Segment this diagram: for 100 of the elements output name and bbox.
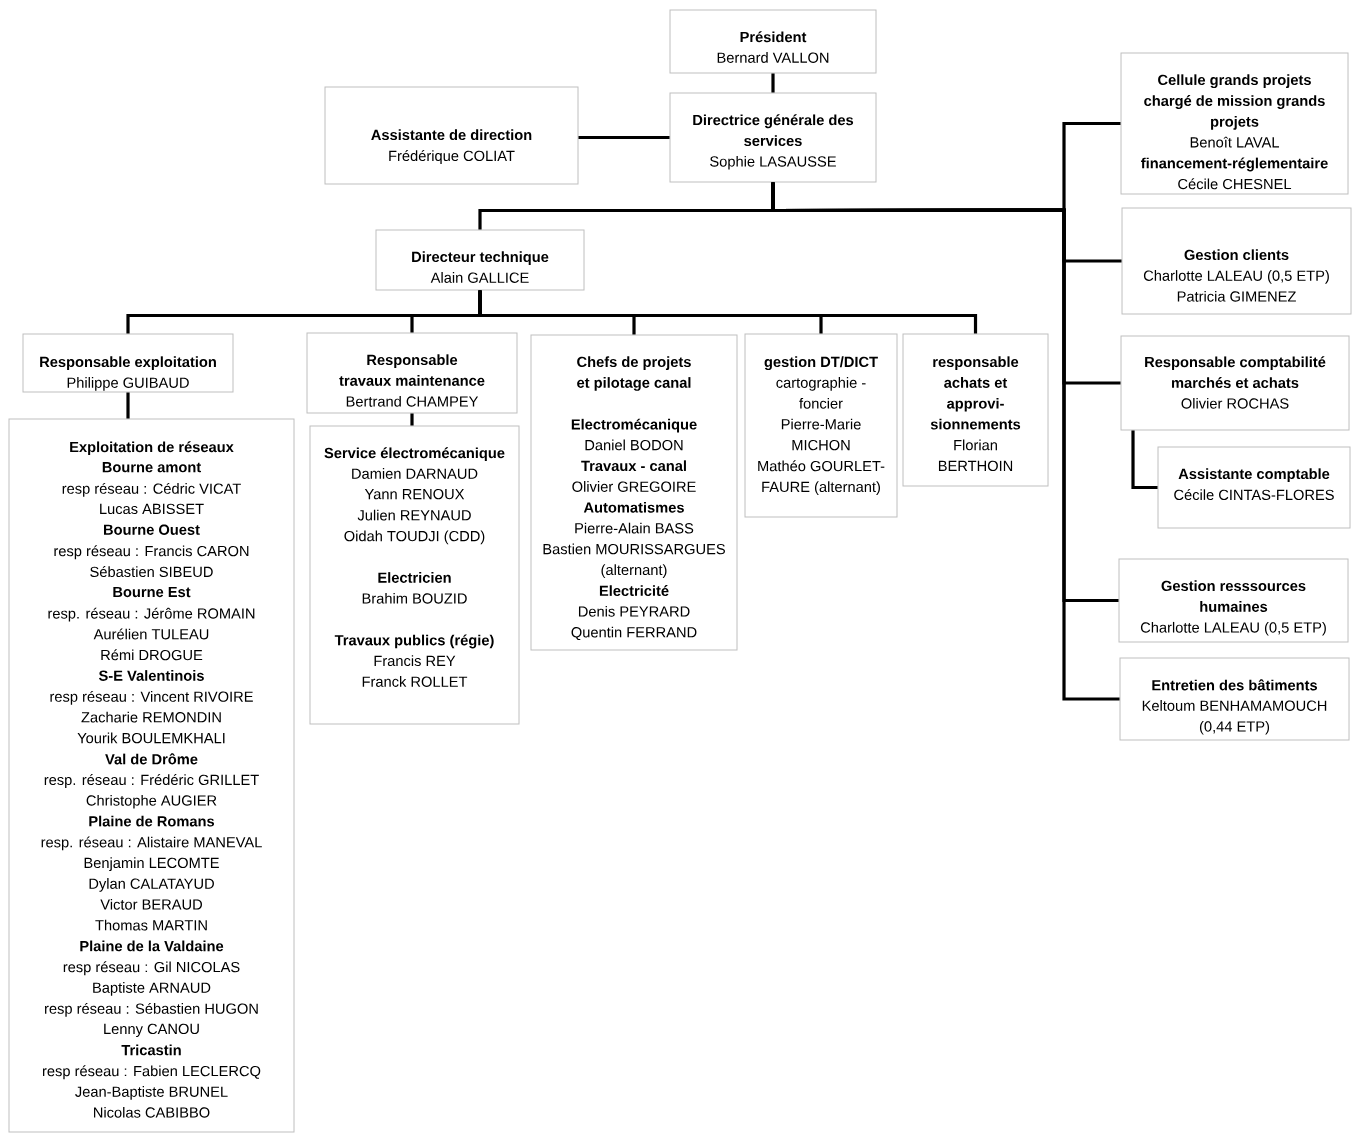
staff-name: Christophe AUGIER (86, 794, 217, 809)
heading: travaux maintenance (339, 375, 485, 386)
org-box (375, 229, 585, 291)
staff-name: Cécile CINTAS-FLORES (1174, 489, 1334, 501)
heading: Electricien (378, 572, 451, 583)
heading: Bourne Ouest (104, 524, 200, 535)
staff-name: Charlotte LALEAU (0,5 ETP) (1143, 270, 1329, 284)
heading: Président (740, 31, 807, 43)
heading: Responsable exploitation (40, 356, 216, 370)
org-box (324, 86, 579, 185)
staff-name: Florian BERTHOIN (938, 439, 1013, 472)
heading: et pilotage canal (577, 377, 691, 391)
heading: Assistante de direction (371, 129, 532, 141)
org-box (530, 334, 738, 651)
staff-name: Rémi DROGUE (101, 649, 203, 661)
connector-line (578, 135, 670, 140)
org-box (1120, 335, 1350, 431)
staff-name: Daniel BODON (585, 439, 683, 451)
org-box (1118, 558, 1349, 643)
staff-name: Bastien MOURISSARGUES (alternant) (543, 543, 725, 578)
heading: Gestion resssources humaines (1161, 580, 1306, 612)
staff-name: Dylan CALATAYUD (89, 878, 214, 892)
org-box (669, 92, 877, 183)
staff-name: Pierre-Alain BASS (575, 522, 694, 534)
staff-name: Oidah TOUDJI (CDD) (344, 530, 485, 545)
org-box (8, 418, 295, 1133)
staff-name: Keltoum BENHAMAMOUCH (0,44 ETP) (1142, 700, 1327, 735)
heading: Entretien des bâtiments (1152, 679, 1317, 691)
org-box (306, 332, 518, 414)
heading: Val de Drôme (105, 753, 198, 765)
heading: Responsable (367, 354, 458, 368)
heading: Responsable comptabilité marchés et achats (1145, 356, 1326, 388)
heading: Travaux - canal (581, 460, 686, 472)
staff-name: Benjamin LECOMTE (84, 857, 219, 871)
heading: Exploitation de réseaux (70, 441, 234, 456)
staff-name: Thomas MARTIN (95, 919, 207, 931)
staff-name: resp réseau : Vincent RIVOIRE (50, 690, 253, 705)
staff-name: resp réseau : Gil NICOLAS (63, 961, 240, 976)
heading: gestion DT/DICT (764, 356, 878, 371)
heading: Bourne amont (102, 462, 201, 473)
staff-name: Alain GALLICE (430, 272, 529, 283)
staff-name: resp réseau : Fabien LECLERCQ (43, 1065, 261, 1080)
org-box (22, 333, 234, 393)
org-box (1119, 657, 1350, 741)
heading: Travaux publics (régie) (334, 634, 494, 649)
connector-line (126, 392, 130, 419)
heading: responsable achats et approvi-sionnements (930, 356, 1021, 430)
org-box (1121, 207, 1352, 315)
heading: Electricité (599, 585, 669, 596)
staff-name: cartographie - foncier (776, 377, 866, 409)
heading: Electromécanique (571, 418, 697, 433)
staff-name: Yourik BOULEMKHALI (77, 732, 225, 744)
heading: Chefs de projets (577, 356, 691, 370)
heading: Plaine de la Valdaine (80, 940, 224, 952)
org-box (902, 333, 1049, 487)
staff-name: Quentin FERRAND (571, 626, 697, 641)
org-box (669, 9, 877, 74)
connector-line (771, 182, 1120, 701)
staff-name: Pierre-Marie MICHON (781, 418, 861, 451)
connector-line (771, 73, 775, 93)
staff-name: Bernard VALLON (717, 52, 829, 63)
staff-name: Lenny CANOU (104, 1023, 199, 1037)
connector-line (1131, 430, 1158, 490)
heading: Assistante comptable (1178, 468, 1330, 482)
staff-name: Olivier GREGOIRE (572, 481, 696, 492)
staff-name: Lucas ABISSET (100, 503, 204, 515)
org-box (1157, 446, 1351, 529)
org-box (309, 425, 520, 725)
staff-name: Mathéo GOURLET-FAURE (alternant) (758, 460, 885, 495)
staff-name: Baptiste ARNAUD (93, 982, 211, 996)
staff-name: Benoît LAVAL (1190, 136, 1279, 148)
staff-name: Aurélien TULEAU (93, 628, 209, 640)
heading: S-E Valentinois (98, 670, 204, 681)
staff-name: Nicolas CABIBBO (94, 1106, 210, 1118)
staff-name: Sébastien SIBEUD (90, 566, 213, 578)
heading: Bourne Est (113, 586, 191, 598)
staff-name: resp réseau : Francis CARON (54, 545, 249, 560)
staff-name: Frédérique COLIAT (389, 150, 515, 164)
org-box (1120, 52, 1349, 195)
connector-line (478, 290, 978, 334)
staff-name: Denis PEYRARD (579, 605, 690, 617)
staff-name: Sophie LASAUSSE (710, 155, 836, 170)
staff-name: Cécile CHESNEL (1178, 178, 1292, 190)
staff-name: resp réseau : Cédric VICAT (62, 482, 241, 497)
staff-name: Jean-Baptiste BRUNEL (75, 1086, 228, 1100)
staff-name: Philippe GUIBAUD (67, 377, 189, 391)
heading: Gestion clients (1184, 249, 1289, 261)
org-box (744, 333, 898, 518)
heading: Directeur technique (412, 251, 549, 265)
staff-name: resp. réseau : Jérôme ROMAIN (48, 607, 255, 622)
heading: Service électromécanique (324, 447, 505, 462)
heading: Plaine de Romans (89, 815, 215, 827)
staff-name: Olivier ROCHAS (1181, 397, 1289, 409)
heading: Automatismes (583, 501, 684, 513)
staff-name: Charlotte LALEAU (0,5 ETP) (1140, 621, 1326, 636)
staff-name: Brahim BOUZID (362, 592, 467, 604)
connector-line (410, 413, 414, 426)
staff-name: Francis REY (374, 655, 456, 667)
heading: Cellule grands projets (1158, 74, 1311, 89)
staff-name: Damien DARNAUD (352, 468, 478, 479)
